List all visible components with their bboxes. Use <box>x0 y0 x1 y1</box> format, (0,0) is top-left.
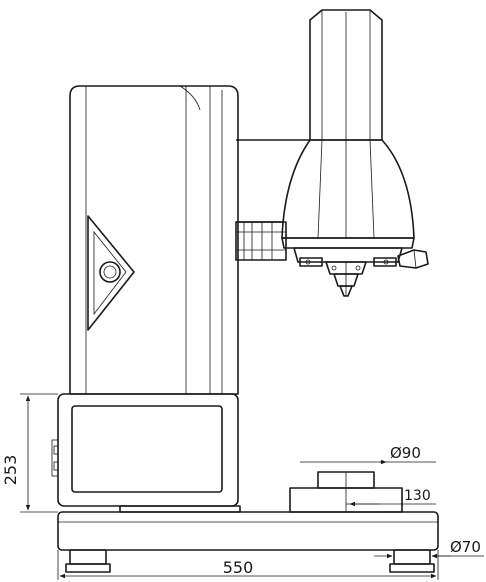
foot-diameter-label: Ø70 <box>450 538 481 556</box>
height-label: 253 <box>1 455 20 486</box>
anvil-depth-label: 130 <box>404 488 431 504</box>
feet <box>65 549 435 573</box>
dimension-height: 253 <box>1 393 58 513</box>
knob-icon <box>99 261 121 283</box>
main-housing <box>69 85 239 395</box>
anvil-diameter-label: Ø90 <box>390 444 421 462</box>
dimension-width: 550 <box>57 550 439 580</box>
side-handle <box>397 249 429 269</box>
arm <box>235 139 310 261</box>
width-label: 550 <box>223 558 254 577</box>
dimension-anvil-diameter: Ø90 <box>300 444 436 465</box>
dimension-foot-diameter: Ø70 <box>374 538 484 559</box>
measuring-head <box>281 139 415 297</box>
base-plate <box>57 505 439 551</box>
dimension-anvil-depth: 130 <box>346 488 436 508</box>
touchscreen <box>71 405 223 493</box>
anvil <box>289 471 403 513</box>
column <box>309 9 383 141</box>
display-panel <box>51 393 239 507</box>
